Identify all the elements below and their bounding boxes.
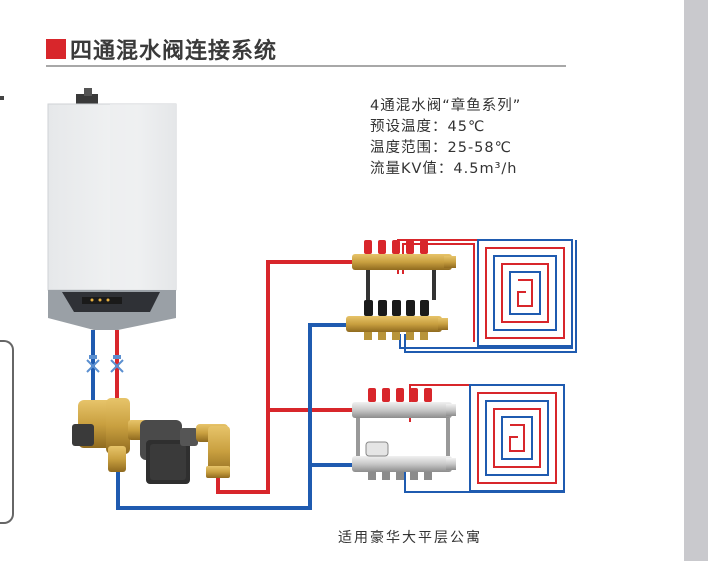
isolation-valves: [86, 355, 124, 373]
heading-square-icon: [46, 39, 66, 59]
spec-line-preset-temp: 预设温度：45℃: [370, 119, 486, 135]
spec-line-model: 4通混水阀“章鱼系列”: [370, 98, 522, 114]
spec-line-temp-range: 温度范围：25-58℃: [370, 140, 512, 156]
gas-boiler: [47, 88, 177, 330]
left-edge-mark: [0, 96, 4, 100]
circulation-pump: [140, 420, 230, 484]
page-title: 四通混水阀连接系统: [70, 39, 278, 64]
right-side-bar: [684, 0, 708, 561]
manifold-top: [346, 240, 456, 340]
floor-heating-coil-bottom: [469, 384, 565, 492]
heading-underline: [46, 65, 566, 67]
application-caption: 适用豪华大平层公寓: [338, 530, 482, 546]
spec-line-kv: 流量KV值：4.5m³/h: [370, 161, 518, 177]
section-heading: 四通混水阀连接系统: [46, 34, 277, 64]
left-edge-bracket: [0, 340, 14, 524]
floor-heating-coil-top: [477, 239, 573, 347]
manifold-bottom: [352, 388, 456, 480]
valve-specs: 4通混水阀“章鱼系列” 预设温度：45℃ 温度范围：25-58℃ 流量KV值：4…: [370, 96, 521, 180]
